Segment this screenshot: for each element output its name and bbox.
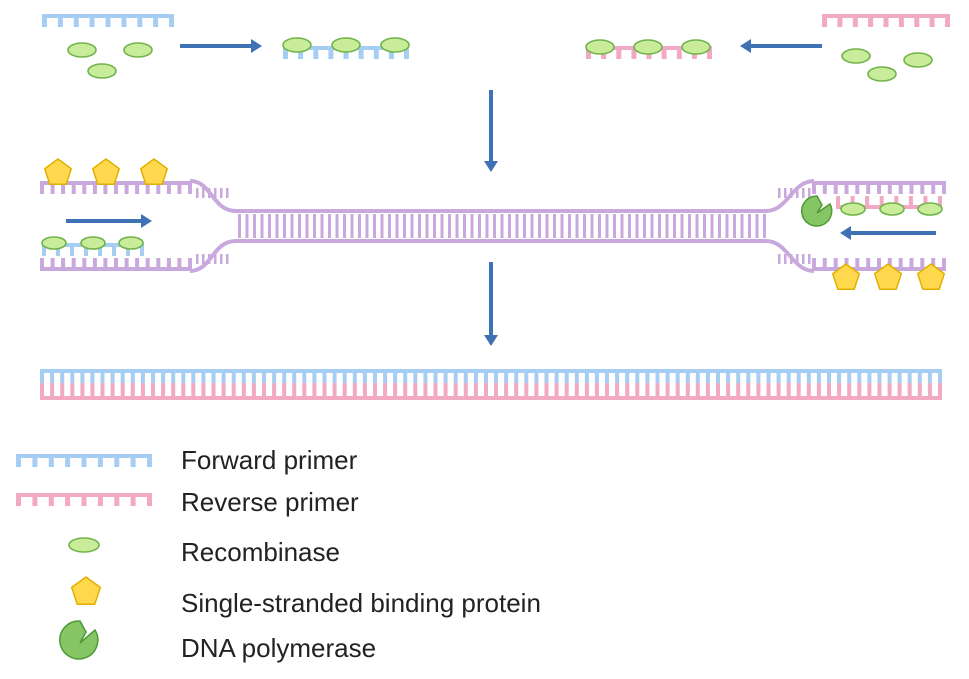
template-bottom-right-arm	[812, 258, 946, 271]
step-1-reverse-primer-group	[585, 14, 950, 82]
ssb-swatch	[70, 576, 102, 605]
template-fork-bases	[196, 188, 811, 264]
recombinase-bound	[80, 236, 106, 250]
ssb-protein	[873, 263, 903, 291]
recombinase-bound	[282, 37, 312, 53]
recombinase-free	[841, 48, 871, 64]
forward-extension-arrow	[66, 214, 152, 228]
free-forward-primer	[42, 14, 174, 27]
forward-binding-arrow	[180, 39, 262, 53]
recombinase-bound	[331, 37, 361, 53]
recombinase-bound	[681, 39, 711, 55]
step-arrow-1	[484, 90, 498, 172]
recombinase-free	[867, 66, 897, 82]
reverse-binding-arrow	[740, 39, 822, 53]
recombinase-bound	[41, 236, 67, 250]
recombinase-free	[87, 63, 117, 79]
template-top-right-arm	[812, 181, 946, 194]
recombinase-free	[67, 42, 97, 58]
recombinase-swatch	[68, 537, 100, 553]
ssb-protein	[916, 263, 946, 291]
forward-primer-swatch	[16, 454, 152, 467]
legend-item-recombinase: Recombinase	[68, 537, 340, 567]
recombinase-bound	[879, 202, 905, 216]
ssb-protein	[91, 158, 121, 186]
step-2-right-fork	[801, 195, 946, 291]
step-2-left-fork	[41, 158, 169, 256]
step-arrow-2	[484, 262, 498, 346]
recombinase-free	[903, 52, 933, 68]
recombinase-bound	[840, 202, 866, 216]
recombinase-bound	[380, 37, 410, 53]
legend-item-polymerase: DNA polymerase	[59, 620, 376, 663]
template-strand-top-curve	[189, 179, 815, 213]
dna-polymerase	[801, 195, 833, 227]
product-forward-strand	[40, 369, 942, 386]
recombinase-free	[123, 42, 153, 58]
recombinase-bound	[917, 202, 943, 216]
recombinase-bound	[118, 236, 144, 250]
legend-item-forward-primer: Forward primer	[16, 445, 358, 475]
template-duplex-base-pairs	[238, 214, 766, 238]
step-1-forward-primer-group	[42, 14, 410, 79]
template-strand-bottom-curve	[189, 239, 815, 273]
dna-polymerase-swatch	[59, 620, 99, 660]
legend-item-reverse-primer: Reverse primer	[16, 487, 359, 517]
recombinase-bound	[633, 39, 663, 55]
legend-label-ssb: Single-stranded binding protein	[181, 588, 541, 618]
free-reverse-primer	[822, 14, 950, 27]
reverse-extension-arrow	[840, 226, 936, 240]
ssb-protein	[831, 263, 861, 291]
legend-label-reverse-primer: Reverse primer	[181, 487, 359, 517]
ssb-protein	[43, 158, 73, 186]
template-top-left-arm	[40, 181, 192, 194]
recombinase-bound	[585, 39, 615, 55]
product-reverse-strand	[40, 383, 942, 400]
legend-label-forward-primer: Forward primer	[181, 445, 358, 475]
ssb-protein	[139, 158, 169, 186]
template-bottom-left-arm	[40, 258, 192, 271]
reverse-primer-swatch	[16, 493, 152, 506]
legend: Forward primer Reverse primer Recombinas…	[16, 445, 541, 663]
legend-item-ssb: Single-stranded binding protein	[70, 576, 541, 618]
step-2-template-dna	[40, 179, 946, 273]
step-3-amplified-dna	[40, 369, 942, 400]
legend-label-polymerase: DNA polymerase	[181, 633, 376, 663]
legend-label-recombinase: Recombinase	[181, 537, 340, 567]
